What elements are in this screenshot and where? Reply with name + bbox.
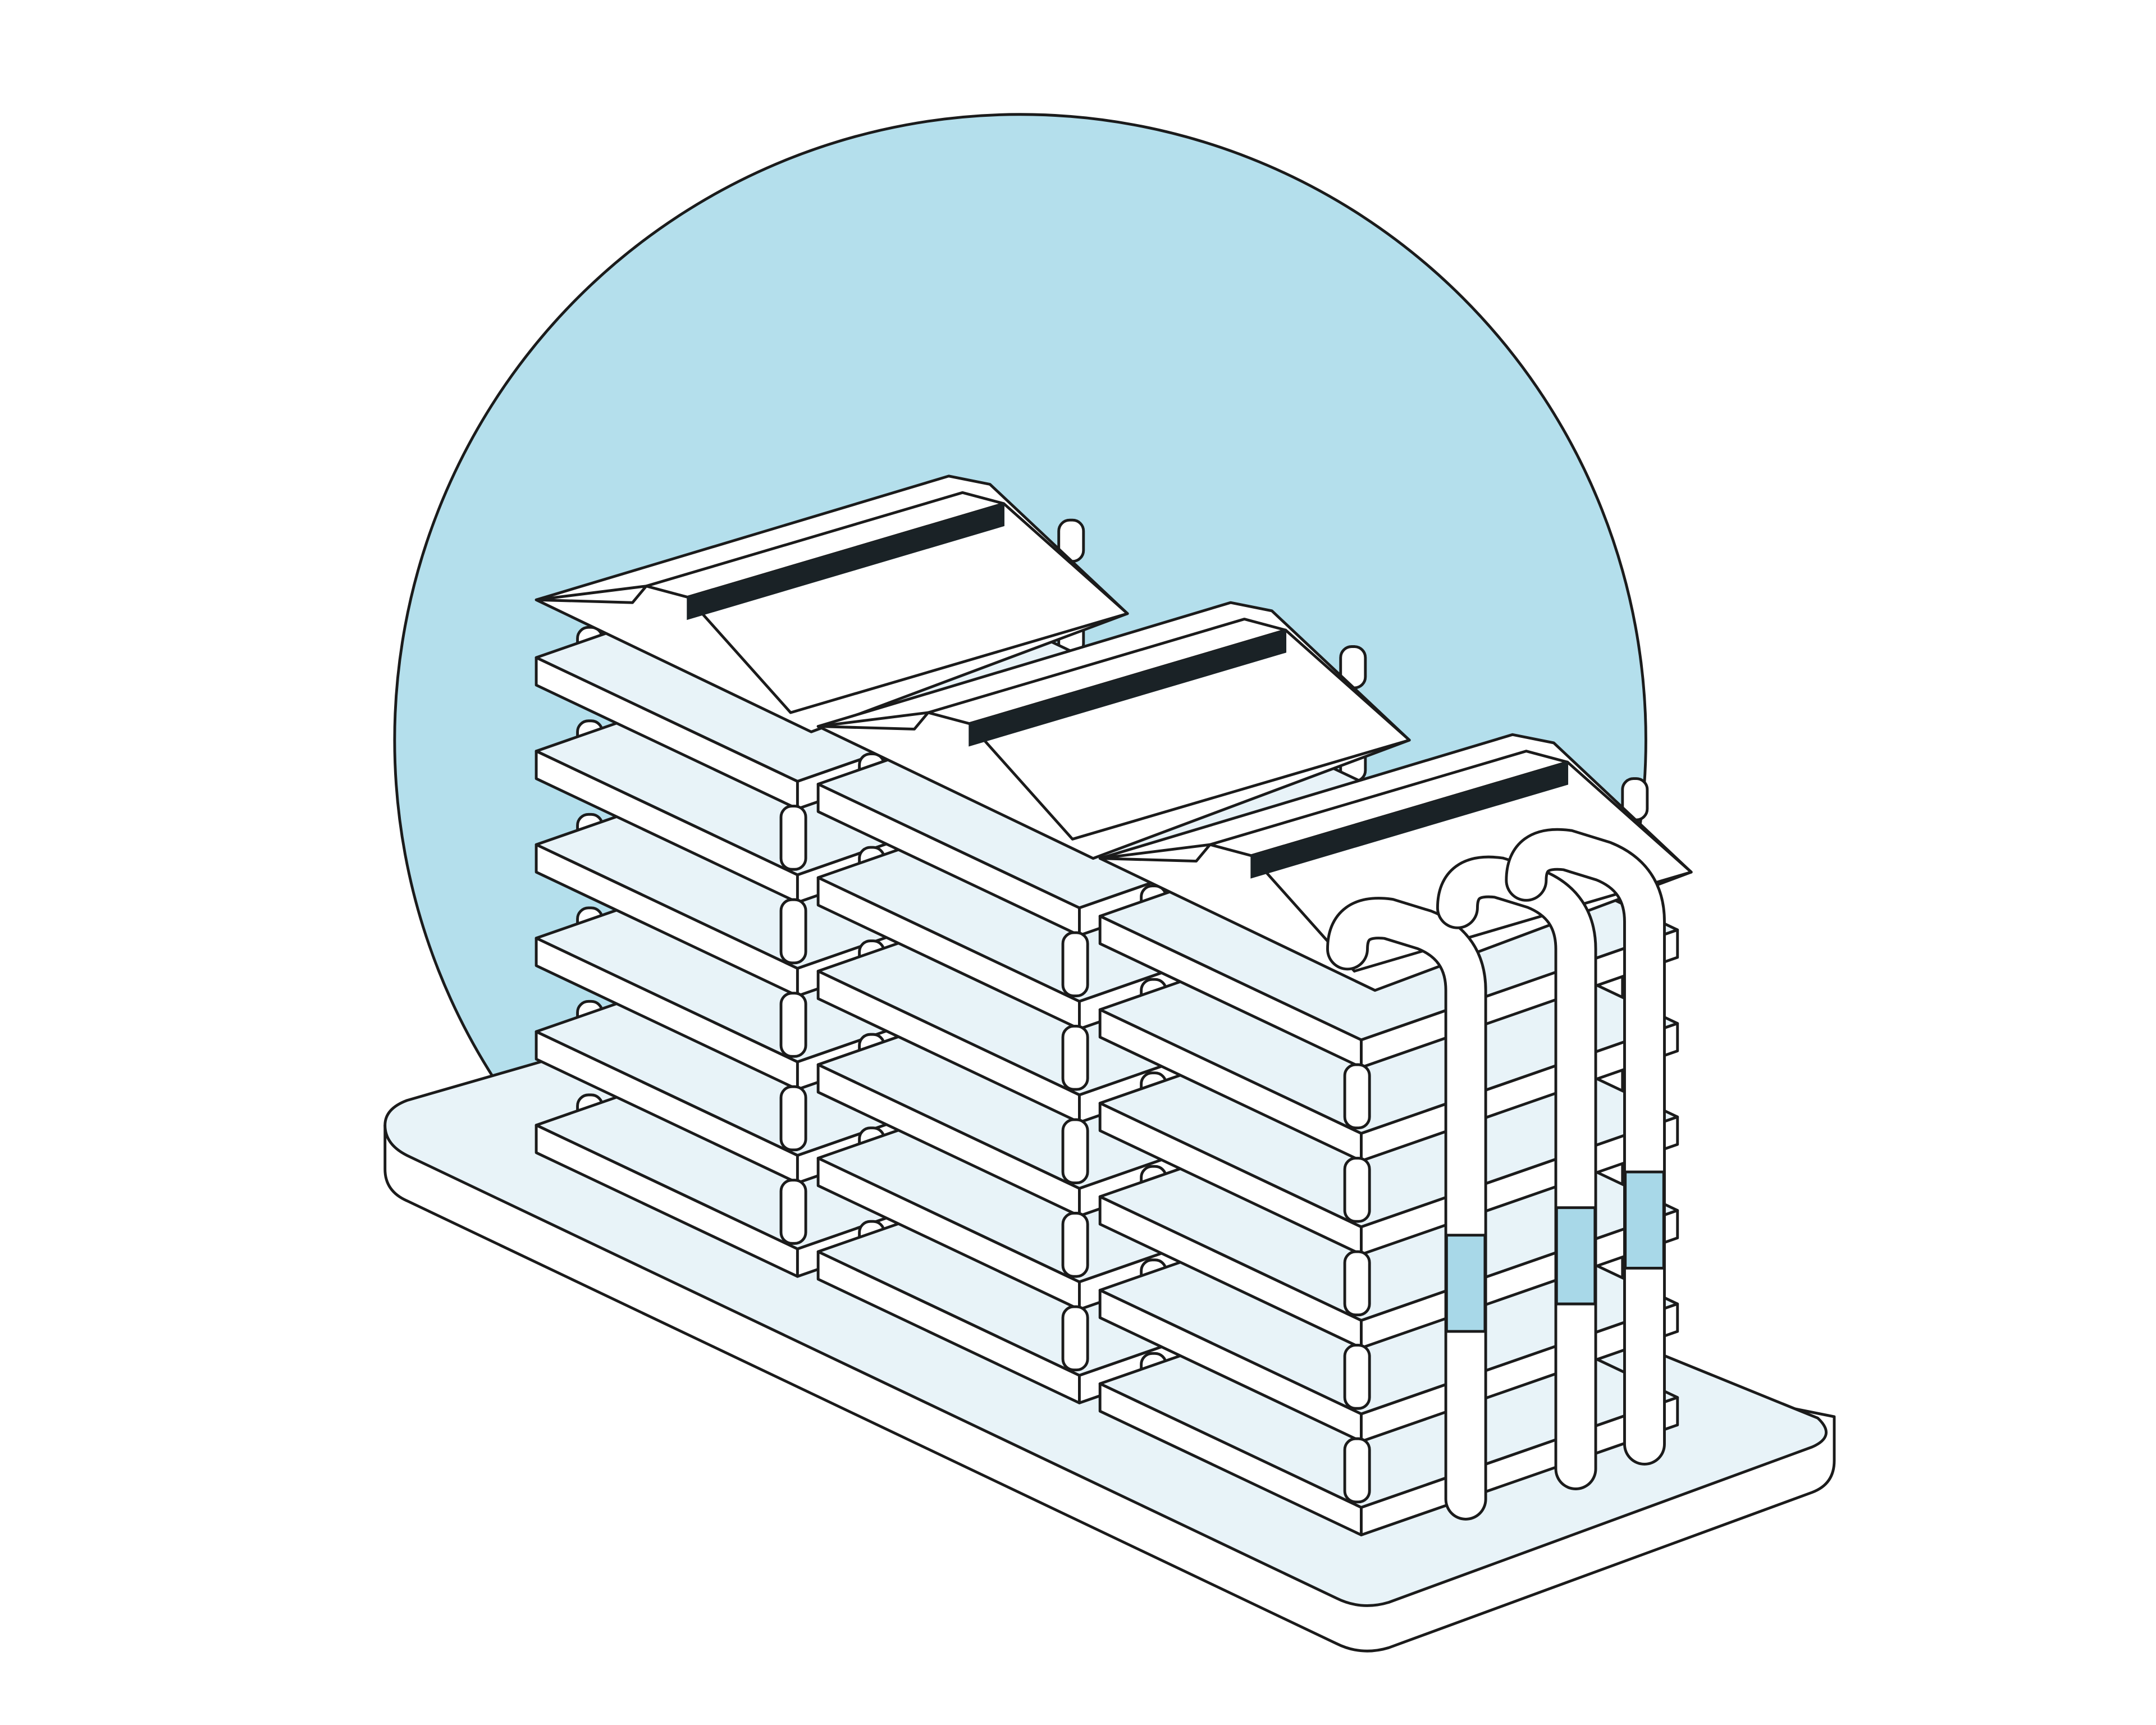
pipe-band xyxy=(1624,1170,1665,1270)
pipe-body xyxy=(1328,900,1484,1518)
column xyxy=(1061,1118,1089,1185)
column xyxy=(1343,1157,1371,1223)
column xyxy=(1061,931,1089,998)
roof-eave xyxy=(535,585,648,604)
roof-eave xyxy=(1098,843,1212,862)
roof-stripe xyxy=(969,629,1287,747)
column xyxy=(779,1085,807,1152)
roof-stripe xyxy=(687,503,1004,620)
column xyxy=(1061,1024,1089,1091)
pipe-band xyxy=(1445,1234,1487,1333)
column xyxy=(1061,1212,1089,1278)
roof-stripe xyxy=(1250,761,1569,879)
column xyxy=(779,805,807,871)
pipe-1 xyxy=(1326,897,1487,1521)
column xyxy=(1343,1437,1371,1504)
column xyxy=(779,1179,807,1245)
column xyxy=(1061,1305,1089,1372)
column xyxy=(779,898,807,965)
pipe-3 xyxy=(1505,828,1666,1466)
pipe-band xyxy=(1555,1206,1597,1306)
pipe-body xyxy=(1508,830,1664,1463)
roof-eave xyxy=(816,711,930,731)
column xyxy=(1343,1250,1371,1317)
column xyxy=(1343,1063,1371,1130)
column xyxy=(779,992,807,1058)
column xyxy=(1343,1344,1371,1410)
